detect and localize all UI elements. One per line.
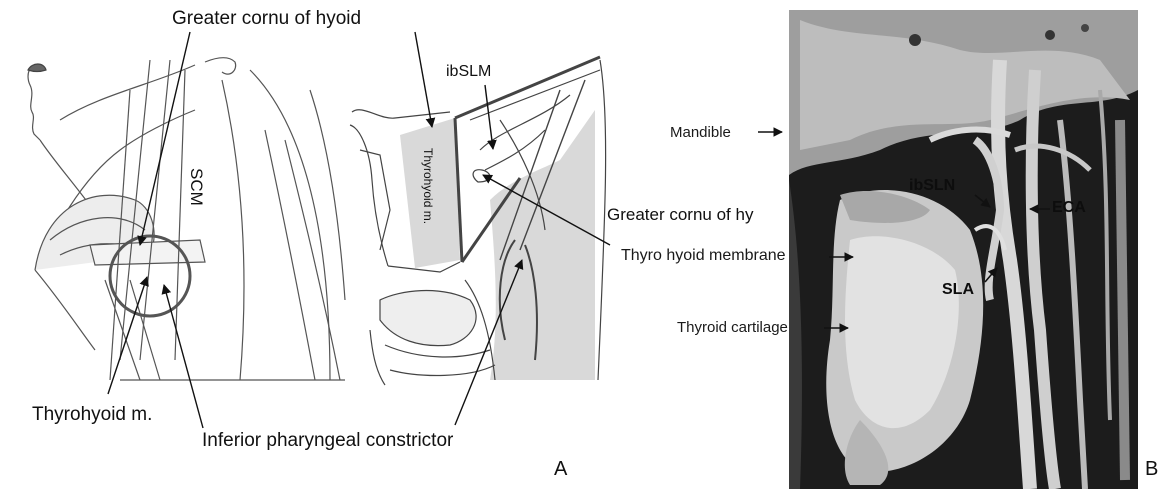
label-thyrohyoid: Thyrohyoid m.	[32, 404, 152, 426]
panel-letter-b: B	[1145, 458, 1158, 481]
label-thyro-hyoid-membrane: Thyro hyoid membrane	[621, 247, 786, 265]
label-mandible: Mandible	[670, 124, 731, 141]
label-eca: ECA	[1052, 199, 1086, 217]
label-scm: SCM	[186, 168, 206, 206]
lateral-neck-figure	[28, 58, 345, 380]
label-inferior-constrictor: Inferior pharyngeal constrictor	[202, 430, 453, 452]
panel-letter-a: A	[554, 458, 567, 481]
label-sla: SLA	[942, 281, 974, 299]
label-ibslm: ibSLM	[446, 63, 491, 81]
label-greater-cornu: Greater cornu of hyoid	[172, 8, 361, 30]
label-thyroid-cartilage: Thyroid cartilage	[677, 319, 788, 336]
label-greater-cornu-b: Greater cornu of hy	[607, 205, 753, 225]
label-ibsln: ibSLN	[909, 177, 955, 195]
label-thyrohyoid-inner: Thyrohyoid m.	[421, 148, 435, 224]
